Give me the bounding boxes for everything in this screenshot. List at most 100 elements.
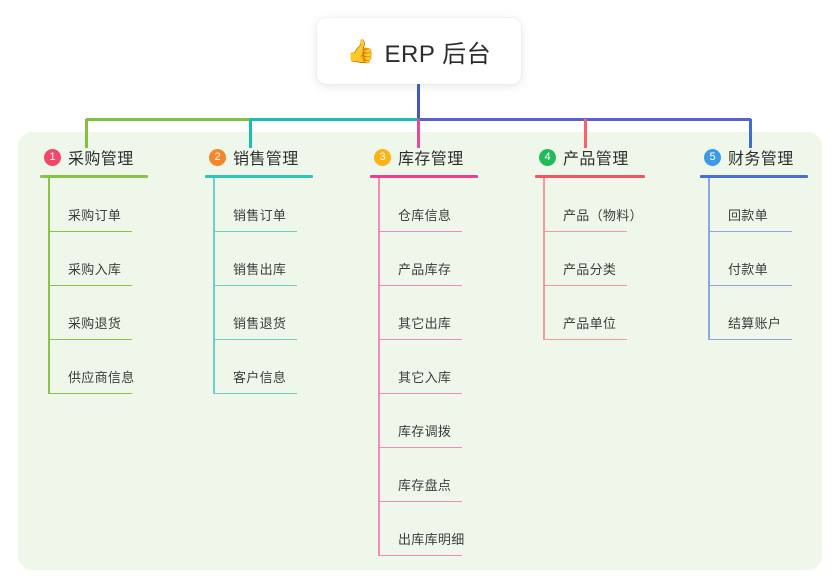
leaf-item-label: 产品库存 [398, 262, 452, 277]
leaf-item-underline [708, 230, 792, 232]
branch-column-2: 2 销售管理销售订单销售出库销售退货客户信息 [205, 146, 313, 394]
leaf-item[interactable]: 销售订单 [205, 178, 313, 232]
leaf-item[interactable]: 销售出库 [205, 232, 313, 286]
leaf-item-label: 采购订单 [68, 208, 122, 223]
leaf-item[interactable]: 产品库存 [370, 232, 478, 286]
leaf-item-underline [708, 284, 792, 286]
branch-spine-5 [708, 178, 710, 340]
leaf-item-underline [378, 338, 462, 340]
leaf-item-underline [213, 230, 297, 232]
leaf-item-label: 销售退货 [233, 316, 287, 331]
leaf-item-label: 采购退货 [68, 316, 122, 331]
branch-title-5: 财务管理 [728, 151, 794, 168]
branch-badge-2: 2 [209, 148, 226, 166]
branch-item-list-1: 采购订单采购入库采购退货供应商信息 [40, 178, 148, 394]
branch-spine-1 [48, 178, 50, 394]
leaf-item[interactable]: 出库库明细 [370, 502, 478, 556]
branch-underline-4 [535, 175, 645, 178]
branch-badge-3: 3 [374, 148, 391, 166]
leaf-item[interactable]: 付款单 [700, 232, 808, 286]
branch-item-list-4: 产品（物料） 产品分类产品单位 [535, 178, 645, 340]
branch-column-1: 1 采购管理采购订单采购入库采购退货供应商信息 [40, 146, 148, 394]
leaf-item[interactable]: 库存调拨 [370, 394, 478, 448]
leaf-item-underline [48, 230, 132, 232]
branch-header-3[interactable]: 3 库存管理 [370, 146, 478, 168]
branch-badge-1: 1 [44, 148, 61, 166]
leaf-item-label: 产品（物料） [563, 208, 643, 223]
leaf-item-underline [213, 338, 297, 340]
leaf-item-underline [378, 284, 462, 286]
leaf-item[interactable]: 回款单 [700, 178, 808, 232]
branch-underline-1 [40, 175, 148, 178]
leaf-item-underline [378, 500, 462, 502]
leaf-item-label: 客户信息 [233, 370, 287, 385]
branch-title-1: 采购管理 [68, 151, 134, 168]
leaf-item-label: 销售出库 [233, 262, 287, 277]
branch-title-4: 产品管理 [563, 151, 629, 168]
branch-badge-5: 5 [704, 148, 721, 166]
leaf-item-label: 回款单 [728, 208, 768, 223]
thumbs-up-icon: 👍 [346, 37, 376, 64]
content-panel [18, 132, 822, 570]
branch-spine-3 [378, 178, 380, 556]
leaf-item-underline [378, 392, 462, 394]
branch-underline-3 [370, 175, 478, 178]
root-node-card[interactable]: 👍 ERP 后台 [317, 18, 521, 84]
branch-title-3: 库存管理 [398, 151, 464, 168]
branch-header-4[interactable]: 4 产品管理 [535, 146, 645, 168]
leaf-item-underline [543, 338, 627, 340]
leaf-item-label: 其它入库 [398, 370, 452, 385]
leaf-item-label: 结算账户 [728, 316, 782, 331]
leaf-item[interactable]: 库存盘点 [370, 448, 478, 502]
leaf-item-underline [543, 230, 627, 232]
leaf-item-underline [213, 284, 297, 286]
leaf-item[interactable]: 销售退货 [205, 286, 313, 340]
leaf-item[interactable]: 其它入库 [370, 340, 478, 394]
leaf-item[interactable]: 结算账户 [700, 286, 808, 340]
leaf-item-label: 采购入库 [68, 262, 122, 277]
leaf-item-label: 付款单 [728, 262, 768, 277]
leaf-item[interactable]: 仓库信息 [370, 178, 478, 232]
branch-title-2: 销售管理 [233, 151, 299, 168]
leaf-item[interactable]: 采购退货 [40, 286, 148, 340]
leaf-item-underline [48, 284, 132, 286]
branch-badge-4: 4 [539, 148, 556, 166]
leaf-item-underline [48, 338, 132, 340]
leaf-item[interactable]: 产品（物料） [535, 178, 645, 232]
branch-header-2[interactable]: 2 销售管理 [205, 146, 313, 168]
branch-header-1[interactable]: 1 采购管理 [40, 146, 148, 168]
leaf-item[interactable]: 客户信息 [205, 340, 313, 394]
leaf-item[interactable]: 其它出库 [370, 286, 478, 340]
branch-item-list-3: 仓库信息产品库存其它出库其它入库库存调拨库存盘点出库库明细 [370, 178, 478, 556]
leaf-item-label: 库存盘点 [398, 478, 452, 493]
branch-header-5[interactable]: 5 财务管理 [700, 146, 808, 168]
branch-underline-2 [205, 175, 313, 178]
leaf-item-label: 供应商信息 [68, 370, 135, 385]
leaf-item[interactable]: 采购入库 [40, 232, 148, 286]
leaf-item[interactable]: 产品分类 [535, 232, 645, 286]
leaf-item-label: 其它出库 [398, 316, 452, 331]
leaf-item-label: 产品单位 [563, 316, 617, 331]
leaf-item[interactable]: 产品单位 [535, 286, 645, 340]
leaf-item-label: 出库库明细 [398, 532, 465, 547]
leaf-item-label: 库存调拨 [398, 424, 452, 439]
leaf-item-underline [708, 338, 792, 340]
root-node-title: ERP 后台 [384, 40, 492, 68]
branch-spine-2 [213, 178, 215, 394]
leaf-item-label: 销售订单 [233, 208, 287, 223]
leaf-item[interactable]: 采购订单 [40, 178, 148, 232]
leaf-item-underline [543, 284, 627, 286]
branch-column-3: 3 库存管理仓库信息产品库存其它出库其它入库库存调拨库存盘点出库库明细 [370, 146, 478, 556]
leaf-item-underline [48, 392, 132, 394]
branch-underline-5 [700, 175, 808, 178]
leaf-item[interactable]: 供应商信息 [40, 340, 148, 394]
leaf-item-label: 仓库信息 [398, 208, 452, 223]
leaf-item-underline [378, 230, 462, 232]
branch-item-list-2: 销售订单销售出库销售退货客户信息 [205, 178, 313, 394]
branch-spine-4 [543, 178, 545, 340]
leaf-item-underline [213, 392, 297, 394]
branch-column-5: 5 财务管理回款单付款单结算账户 [700, 146, 808, 340]
leaf-item-underline [378, 446, 462, 448]
